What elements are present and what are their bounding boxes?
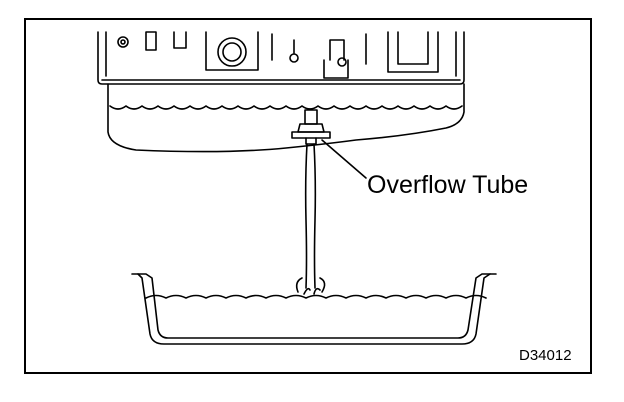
diagram-drawing xyxy=(97,31,497,345)
callout-leader-line xyxy=(321,139,367,179)
figure-frame: Overflow Tube D34012 xyxy=(24,18,592,374)
figure-id-label: D34012 xyxy=(519,347,572,364)
drain-container xyxy=(131,273,497,345)
overflow-tube-label: Overflow Tube xyxy=(367,171,529,199)
transmission-oil-pan xyxy=(107,83,465,153)
transmission-housing xyxy=(97,31,465,85)
overflow-tube xyxy=(291,109,331,289)
